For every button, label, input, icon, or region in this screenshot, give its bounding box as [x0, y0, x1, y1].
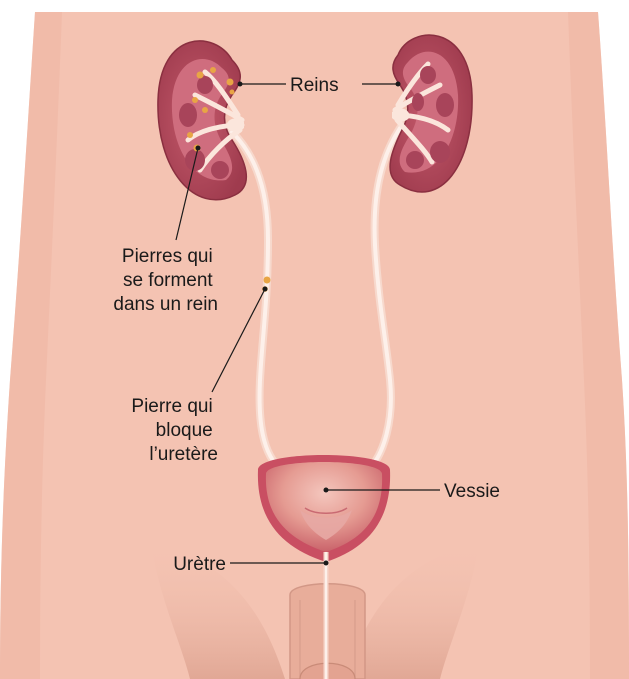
kidney-stone — [197, 72, 204, 79]
label-stone-blocking-line1: Pierre qui — [131, 396, 212, 417]
label-stone-blocking-line2: bloque — [156, 420, 213, 441]
kidney-stone — [230, 90, 235, 95]
label-stone-blocking-line3: l’uretère — [149, 444, 218, 465]
ureter-stone — [264, 277, 271, 284]
kidney-stone — [192, 97, 198, 103]
kidney-stone — [227, 79, 234, 86]
label-kidneys: Reins — [290, 75, 339, 96]
label-stones-forming-line2: se forment — [123, 270, 213, 291]
leader-dot — [324, 561, 329, 566]
kidney-stone — [187, 132, 193, 138]
label-stones-forming: Pierres qui se forment dans un rein — [113, 246, 218, 315]
label-urethra: Urètre — [173, 554, 226, 575]
torso-silhouette — [0, 12, 629, 679]
kidney-stone — [202, 107, 208, 113]
leader-dot — [324, 488, 329, 493]
label-stones-forming-line1: Pierres qui — [122, 246, 213, 267]
leader-dot — [238, 82, 243, 87]
leader-dot — [396, 82, 401, 87]
leader-dot — [196, 146, 201, 151]
kidney-stone — [210, 67, 216, 73]
label-stones-forming-line3: dans un rein — [113, 294, 218, 315]
label-bladder: Vessie — [444, 481, 500, 502]
leader-dot — [263, 287, 268, 292]
